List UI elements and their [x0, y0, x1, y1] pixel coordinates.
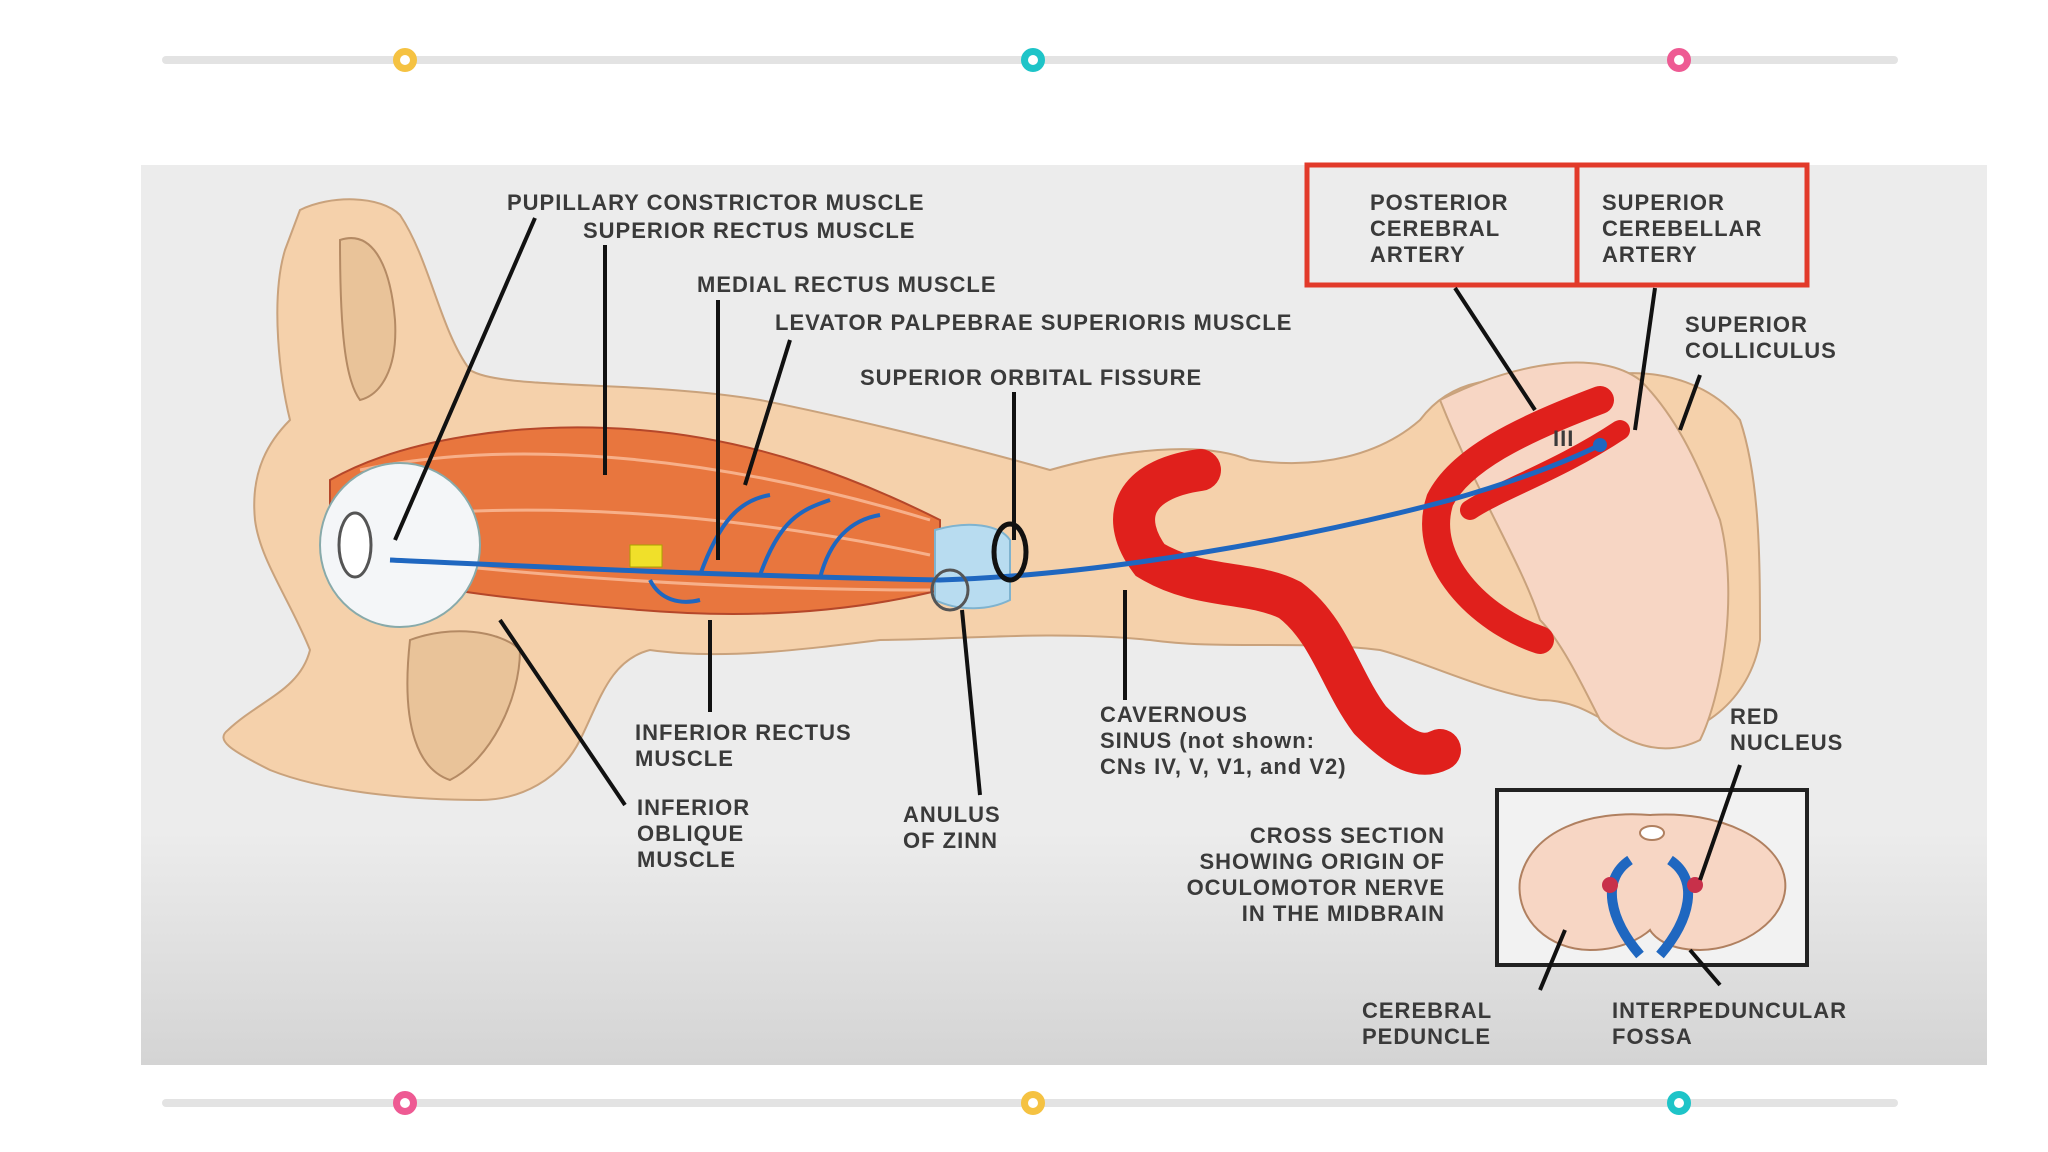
aqueduct	[1639, 825, 1665, 841]
label-interpeduncular-2: FOSSA	[1612, 1024, 1693, 1049]
label-cerebral-peduncle-2: PEDUNCLE	[1362, 1024, 1491, 1049]
eyeball	[319, 462, 481, 628]
superior-cerebellar-box	[1574, 162, 1810, 288]
label-anulus-2: OF ZINN	[903, 828, 998, 853]
label-cerebral-peduncle-1: CEREBRAL	[1362, 998, 1492, 1023]
label-cross-section-1: CROSS SECTION	[1250, 823, 1445, 848]
label-cross-section-2: SHOWING ORIGIN OF	[1199, 849, 1445, 874]
top-dot-middle	[1021, 48, 1045, 72]
label-nerve-number: III	[1553, 426, 1574, 451]
nerve-nucleus-dot	[1593, 438, 1607, 452]
ciliary-ganglion	[629, 544, 663, 568]
top-dot-right	[1667, 48, 1691, 72]
bottom-dot-middle	[1021, 1091, 1045, 1115]
label-superior-colliculus-1: SUPERIOR	[1685, 312, 1808, 337]
leader-lines	[393, 217, 1742, 991]
label-inferior-rectus-2: MUSCLE	[635, 746, 734, 771]
label-cavernous-2: SINUS (not shown:	[1100, 728, 1315, 753]
bone-texture-upper	[338, 237, 397, 402]
red-nucleus-right	[1687, 877, 1703, 893]
label-medial-rectus: MEDIAL RECTUS MUSCLE	[697, 272, 997, 297]
label-posterior-cerebral-1: POSTERIOR	[1370, 190, 1509, 215]
label-inferior-oblique-1: INFERIOR	[637, 795, 750, 820]
orbit-bone-shape	[222, 198, 1762, 802]
label-cavernous-1: CAVERNOUS	[1100, 702, 1248, 727]
label-inferior-rectus-1: INFERIOR RECTUS	[635, 720, 852, 745]
midbrain-cross-section	[1518, 813, 1787, 952]
label-anulus-1: ANULUS	[903, 802, 1001, 827]
label-superior-cerebellar-3: ARTERY	[1602, 242, 1698, 267]
label-red-nucleus-2: NUCLEUS	[1730, 730, 1843, 755]
red-nucleus-left	[1602, 877, 1618, 893]
bone-texture-lower	[406, 630, 522, 782]
label-red-nucleus-1: RED	[1730, 704, 1779, 729]
label-superior-orbital-fissure: SUPERIOR ORBITAL FISSURE	[860, 365, 1202, 390]
label-inferior-oblique-3: MUSCLE	[637, 847, 736, 872]
bottom-dot-left	[393, 1091, 417, 1115]
label-cavernous-3: CNs IV, V, V1, and V2)	[1100, 754, 1347, 779]
oculomotor-fibers-cross	[1606, 855, 1694, 959]
bottom-dot-right	[1667, 1091, 1691, 1115]
midbrain	[1438, 361, 1730, 750]
iris	[337, 511, 373, 579]
label-superior-colliculus-2: COLLICULUS	[1685, 338, 1837, 363]
anulus-region	[934, 523, 1011, 610]
anulus-oval	[930, 568, 970, 612]
internal-carotid-artery	[1113, 449, 1461, 775]
anulus-ring	[991, 521, 1029, 583]
top-dot-left	[393, 48, 417, 72]
label-levator-palpebrae: LEVATOR PALPEBRAE SUPERIORIS MUSCLE	[775, 310, 1292, 335]
label-posterior-cerebral-3: ARTERY	[1370, 242, 1466, 267]
label-interpeduncular-1: INTERPEDUNCULAR	[1612, 998, 1847, 1023]
label-superior-rectus: SUPERIOR RECTUS MUSCLE	[583, 218, 915, 243]
oculomotor-nerve	[389, 442, 1602, 583]
label-posterior-cerebral-2: CEREBRAL	[1370, 216, 1500, 241]
label-superior-cerebellar-2: CEREBELLAR	[1602, 216, 1762, 241]
label-cross-section-3: OCULOMOTOR NERVE	[1187, 875, 1445, 900]
label-inferior-oblique-2: OBLIQUE	[637, 821, 744, 846]
nerve-branches	[648, 493, 881, 604]
posterior-cerebral-artery-vessel	[1422, 386, 1614, 654]
label-superior-cerebellar-1: SUPERIOR	[1602, 190, 1725, 215]
label-cross-section-4: IN THE MIDBRAIN	[1242, 901, 1445, 926]
label-pupillary-constrictor: PUPILLARY CONSTRICTOR MUSCLE	[507, 190, 925, 215]
